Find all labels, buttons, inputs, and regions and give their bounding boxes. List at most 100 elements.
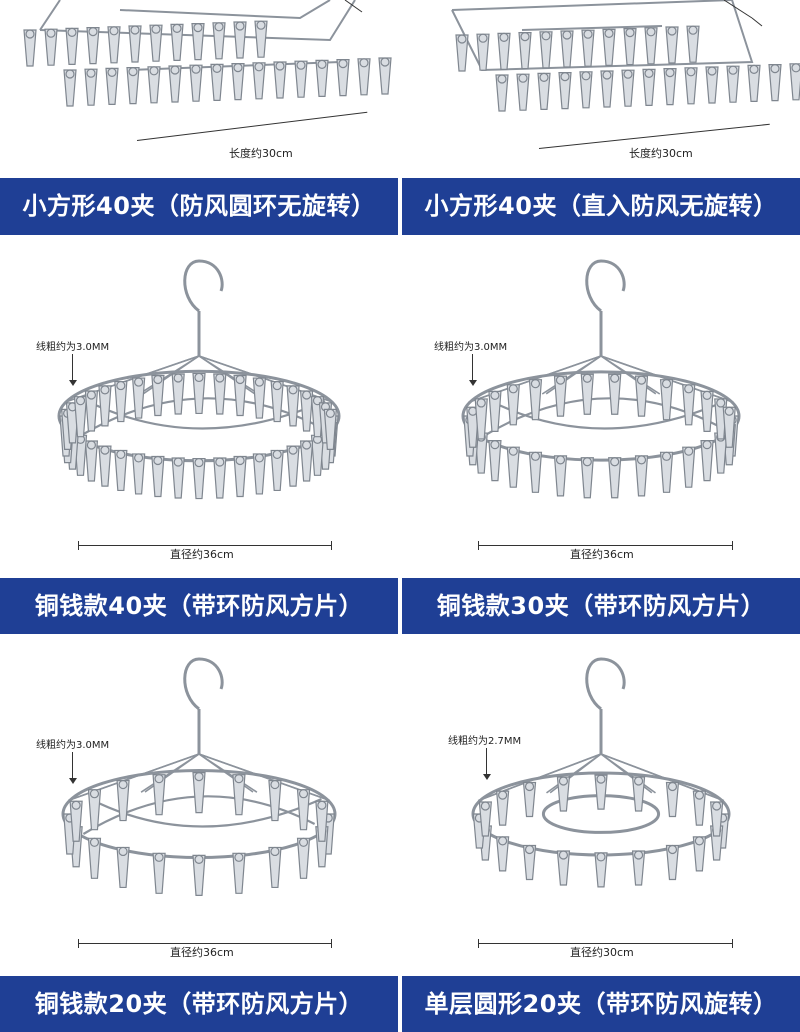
product-title-banner: 单层圆形20夹（带环防风旋转）	[402, 976, 800, 1032]
wire-thickness-label: 线粗约为3.0MM	[36, 342, 110, 353]
clothespin-icon	[213, 373, 227, 415]
clothespin-icon	[192, 772, 206, 814]
clothespin-icon	[147, 66, 161, 104]
wire-thickness-label: 线粗约为3.0MM	[36, 740, 110, 751]
clothespin-icon	[692, 790, 707, 826]
product-title-banner: 铜钱款40夹（带环防风方片）	[0, 578, 398, 634]
product-card-3[interactable]: 线粗约为3.0MM 直径约36cm 铜钱款40夹（带环防风方片）	[0, 236, 398, 634]
clothespin-icon	[151, 374, 165, 417]
dimension-label: 长度约30cm	[626, 145, 696, 161]
clothespin-icon	[149, 24, 163, 62]
clothespin-icon	[152, 852, 166, 894]
product-card-1[interactable]: 长度约30cm 小方形40夹（防风圆环无旋转）	[0, 0, 398, 236]
clothespin-icon	[63, 69, 77, 107]
clothespin-icon	[692, 836, 707, 872]
clothespin-icon	[478, 801, 493, 837]
dimension-label: 直径约36cm	[567, 546, 637, 562]
hook-icon	[183, 657, 224, 754]
clips-group	[463, 373, 739, 499]
clothespin-icon	[310, 434, 325, 476]
clothespin-icon	[634, 375, 649, 417]
clothespin-icon	[252, 62, 266, 100]
clothespin-icon	[686, 25, 700, 63]
product-photo-coin-rack-40: 线粗约为3.0MM 直径约36cm	[0, 236, 398, 578]
clothespin-icon	[192, 854, 206, 896]
clothespin-icon	[722, 406, 736, 448]
product-card-4[interactable]: 线粗约为3.0MM 直径约36cm 铜钱款30夹（带环防风方片）	[402, 236, 800, 634]
clothespin-icon	[151, 455, 165, 498]
clothespin-icon	[700, 390, 714, 432]
clothespin-icon	[107, 26, 121, 64]
clothespin-icon	[252, 377, 267, 419]
clothespin-icon	[600, 70, 614, 108]
clothespin-icon	[644, 27, 658, 65]
square-rack-illustration	[451, 0, 800, 112]
clothespin-icon	[608, 373, 622, 415]
clothespin-icon	[659, 379, 674, 421]
clothespin-icon	[73, 396, 88, 438]
clothespin-icon	[299, 390, 314, 432]
clothespin-icon	[558, 71, 572, 110]
clothespin-icon	[580, 457, 594, 499]
clothespin-icon	[488, 440, 502, 482]
dimension-label: 直径约30cm	[567, 944, 637, 960]
clothespin-icon	[168, 65, 182, 103]
clothespin-icon	[210, 63, 224, 101]
clothespin-icon	[631, 776, 646, 812]
clothespin-icon	[232, 774, 246, 816]
clothespin-icon	[556, 776, 571, 812]
clothespin-icon	[23, 29, 37, 67]
clothespin-icon	[663, 67, 677, 106]
clothespin-icon	[233, 455, 247, 498]
clothespin-icon	[528, 451, 543, 493]
clothespin-icon	[560, 30, 574, 68]
product-card-2[interactable]: 长度约30cm 小方形40夹（直入防风无旋转）	[402, 0, 800, 236]
clothespin-icon	[84, 440, 99, 482]
clothespin-icon	[268, 846, 282, 889]
clothespin-icon	[556, 850, 571, 886]
clips-group	[63, 772, 335, 896]
clothespin-icon	[233, 21, 247, 59]
clothespin-icon	[789, 63, 800, 101]
clothespin-icon	[378, 57, 392, 95]
clothespin-icon	[152, 774, 166, 816]
clothespin-icon	[116, 779, 130, 822]
clothespin-icon	[608, 457, 622, 499]
clothespin-icon	[299, 440, 314, 482]
dimension-label: 长度约30cm	[226, 145, 296, 161]
product-row-1: 长度约30cm 小方形40夹（防风圆环无旋转） 长度约30cm 小方形40夹（直…	[0, 0, 800, 236]
clothespin-icon	[213, 457, 227, 499]
clothespin-icon	[634, 455, 649, 497]
clothespin-icon	[232, 852, 246, 894]
product-title-banner: 铜钱款20夹（带环防风方片）	[0, 976, 398, 1032]
clothespin-icon	[268, 779, 282, 822]
clothespin-icon	[665, 781, 680, 818]
clothespin-icon	[682, 384, 696, 426]
product-row-3: 线粗约为3.0MM 直径约36cm 铜钱款20夹（带环防风方片） 线粗约为2.7…	[0, 634, 800, 1032]
clothespin-icon	[233, 374, 247, 417]
product-card-6[interactable]: 线粗约为2.7MM 直径约30cm 单层圆形20夹（带环防风旋转）	[402, 634, 800, 1032]
clothespin-icon	[709, 801, 724, 837]
clothespin-icon	[131, 453, 146, 495]
clothespin-icon	[506, 384, 520, 426]
clothespin-icon	[170, 23, 184, 61]
product-photo-square-rack-direct: 长度约30cm	[402, 0, 800, 178]
clothespin-icon	[315, 59, 329, 97]
clothespin-icon	[466, 406, 480, 448]
clothespin-icon	[474, 398, 488, 440]
clothespin-icon	[44, 28, 58, 66]
clothespin-icon	[273, 61, 287, 99]
round-rack-illustration	[61, 657, 337, 896]
clothespin-icon	[192, 457, 206, 500]
clothespin-icon	[286, 445, 300, 487]
product-title-banner: 小方形40夹（直入防风无旋转）	[402, 178, 800, 235]
clothespin-icon	[252, 453, 267, 495]
clothespin-icon	[768, 63, 782, 102]
clothespin-icon	[522, 781, 537, 818]
clothespin-icon	[114, 449, 128, 492]
clothespin-icon	[336, 58, 350, 97]
product-card-5[interactable]: 线粗约为3.0MM 直径约36cm 铜钱款20夹（带环防风方片）	[0, 634, 398, 1032]
clothespin-icon	[495, 790, 510, 826]
clothespin-icon	[476, 33, 490, 71]
clothespin-icon	[495, 74, 509, 112]
